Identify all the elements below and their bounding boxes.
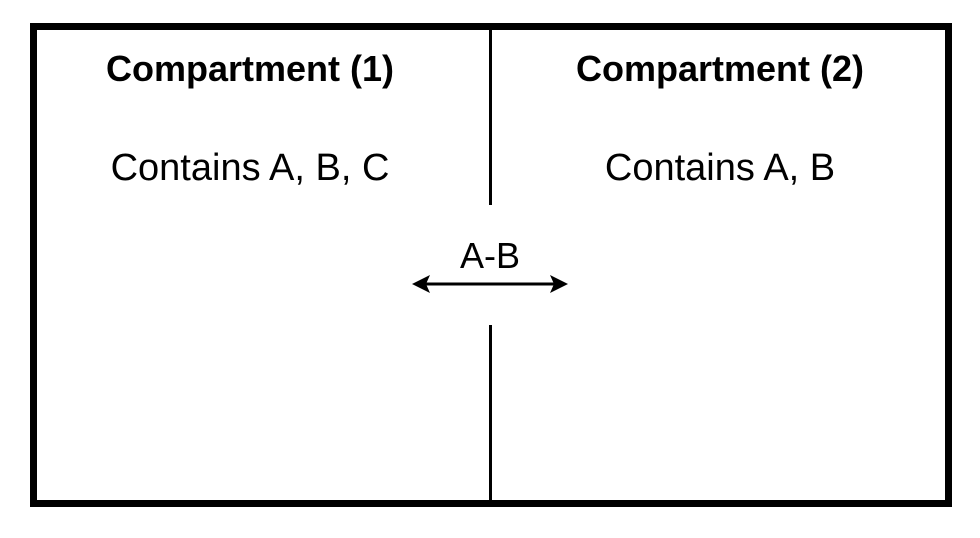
membrane-upper-segment xyxy=(489,26,492,205)
compartment-1-contents: Contains A, B, C xyxy=(110,147,390,189)
double-arrow-icon xyxy=(412,275,568,293)
transport-label: A-B xyxy=(459,235,520,276)
membrane-lower-segment xyxy=(489,325,492,503)
compartment-1-title: Compartment (1) xyxy=(105,48,395,89)
arrow-head-left xyxy=(412,275,430,293)
compartment-2-contents: Contains A, B xyxy=(604,147,836,189)
arrow-head-right xyxy=(550,275,568,293)
compartment-2-title: Compartment (2) xyxy=(575,48,865,89)
